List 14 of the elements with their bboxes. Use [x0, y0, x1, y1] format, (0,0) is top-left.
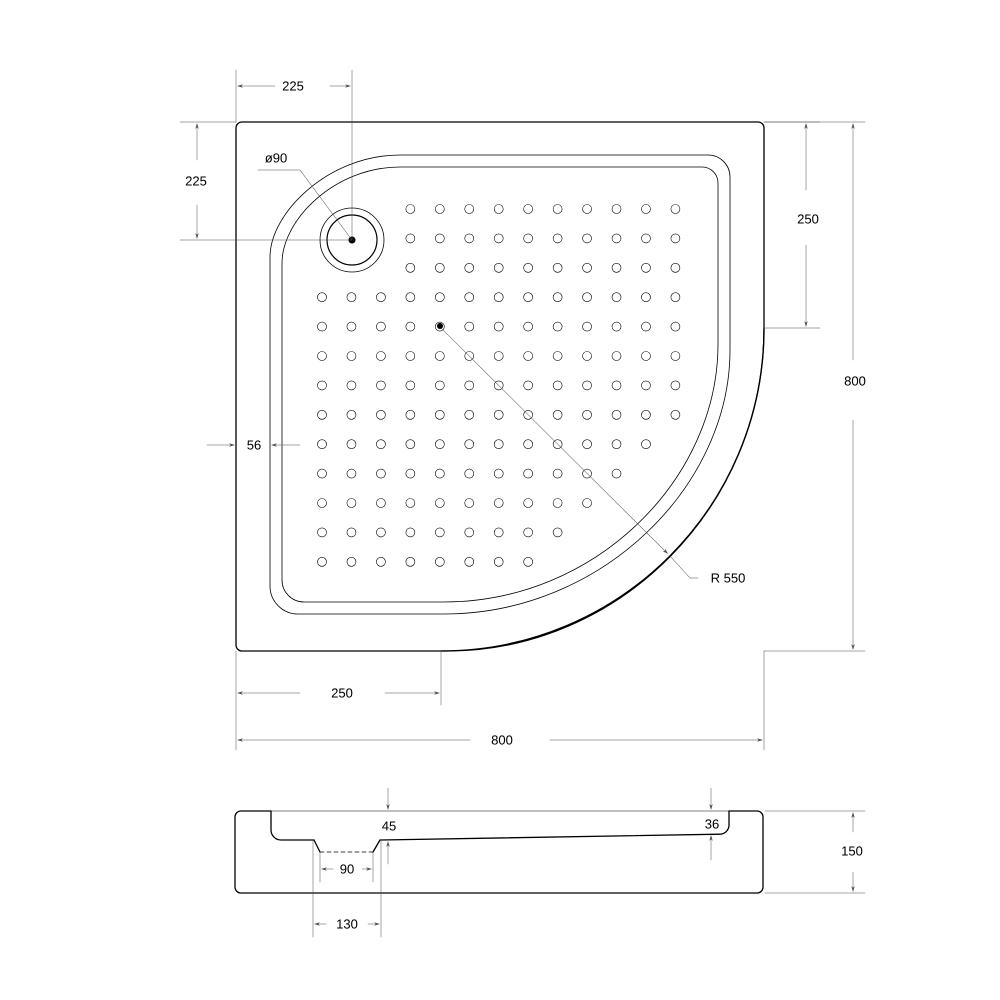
dimension-label: 56 — [247, 440, 261, 450]
dimension-label: 800 — [844, 376, 866, 386]
dimension-label: 250 — [332, 688, 352, 698]
dimension-label: ø90 — [265, 153, 287, 163]
dimension-label: 225 — [282, 81, 304, 91]
dimension-label: 45 — [382, 821, 396, 831]
dimension-label: 225 — [186, 176, 206, 186]
dimension-label: 36 — [705, 819, 719, 829]
dimension-label: 130 — [337, 919, 358, 929]
dimension-label: 800 — [492, 735, 512, 745]
dimension-label: 250 — [798, 214, 818, 224]
dimension-label: R 550 — [712, 573, 745, 583]
dimension-label: 150 — [842, 846, 862, 856]
dimension-label: 90 — [340, 864, 354, 874]
